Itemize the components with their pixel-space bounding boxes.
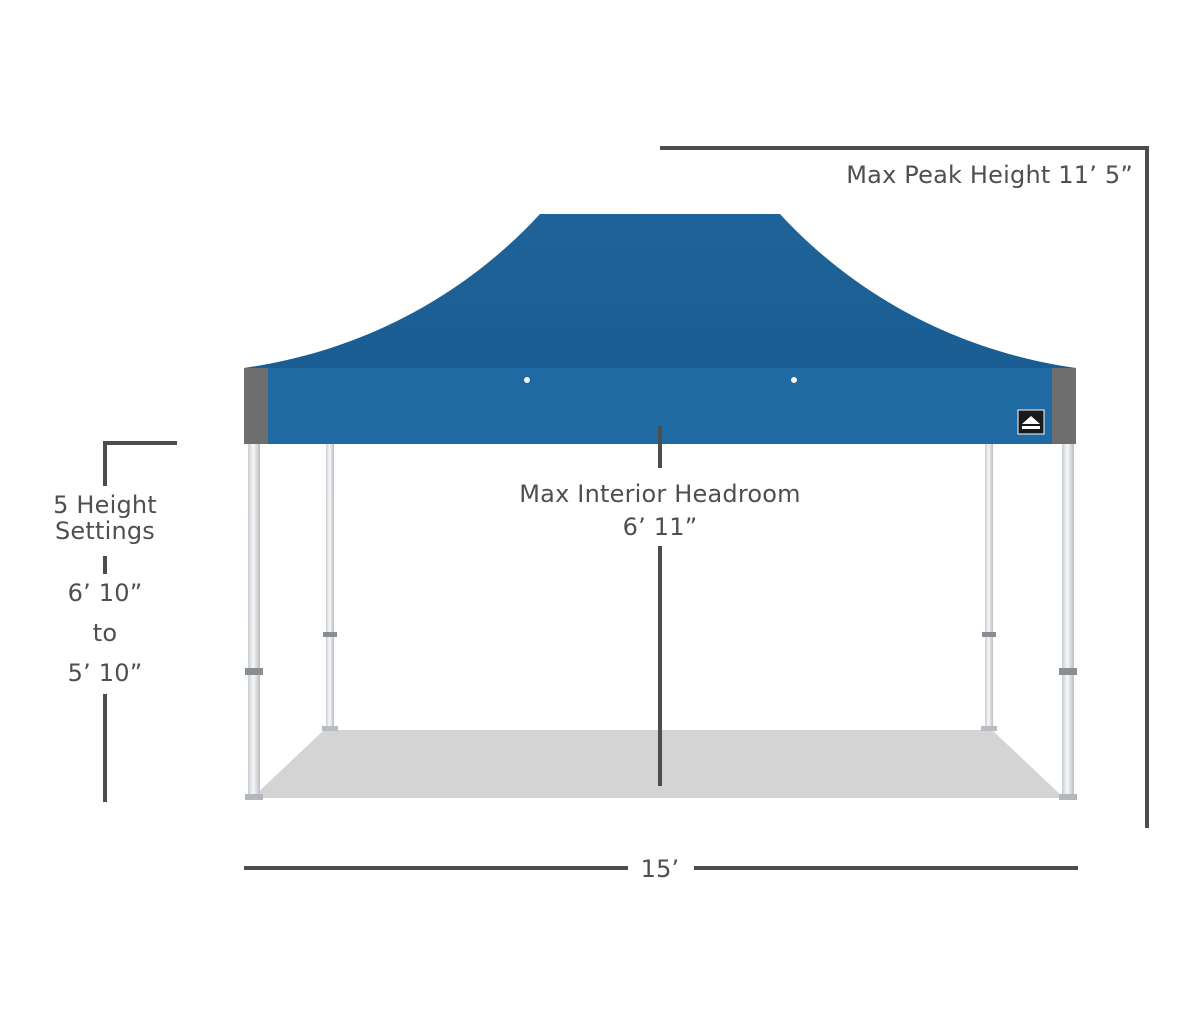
leg-foot [322, 726, 338, 731]
height-settings-label-line2: Settings [54, 517, 156, 545]
max-peak-height-label: Max Peak Height 11’ 5” [846, 161, 1133, 189]
canopy-brand-logo-icon [1017, 409, 1045, 435]
canopy-roof [244, 214, 1076, 368]
vent-grommet [791, 377, 797, 383]
height-settings-dimension-line [103, 441, 177, 486]
canopy-valance-corner-left [244, 368, 268, 444]
leg-clamp [1059, 668, 1077, 675]
interior-headroom-label-line1: Max Interior Headroom [500, 479, 820, 509]
height-range-to-label: to [92, 619, 118, 647]
leg-foot [245, 794, 263, 800]
leg-foot [981, 726, 997, 731]
tent-leg-back-left [326, 442, 334, 730]
height-min-value: 5’ 10” [67, 659, 143, 687]
height-max-value: 6’ 10” [67, 579, 143, 607]
tent-leg-front-right [1062, 442, 1074, 798]
vent-grommet [524, 377, 530, 383]
leg-clamp [245, 668, 263, 675]
height-settings-label-line1: 5 Height [53, 491, 157, 519]
tent-leg-front-left [248, 442, 260, 798]
interior-headroom-value: 6’ 11” [622, 513, 698, 541]
peak-height-dimension-line [660, 146, 1149, 828]
width-value-label: 15’ [640, 855, 680, 883]
tent-leg-back-right [985, 442, 993, 730]
canopy-valance-corner-right [1052, 368, 1076, 444]
leg-foot [1059, 794, 1077, 800]
leg-clamp [982, 632, 996, 637]
leg-clamp [323, 632, 337, 637]
